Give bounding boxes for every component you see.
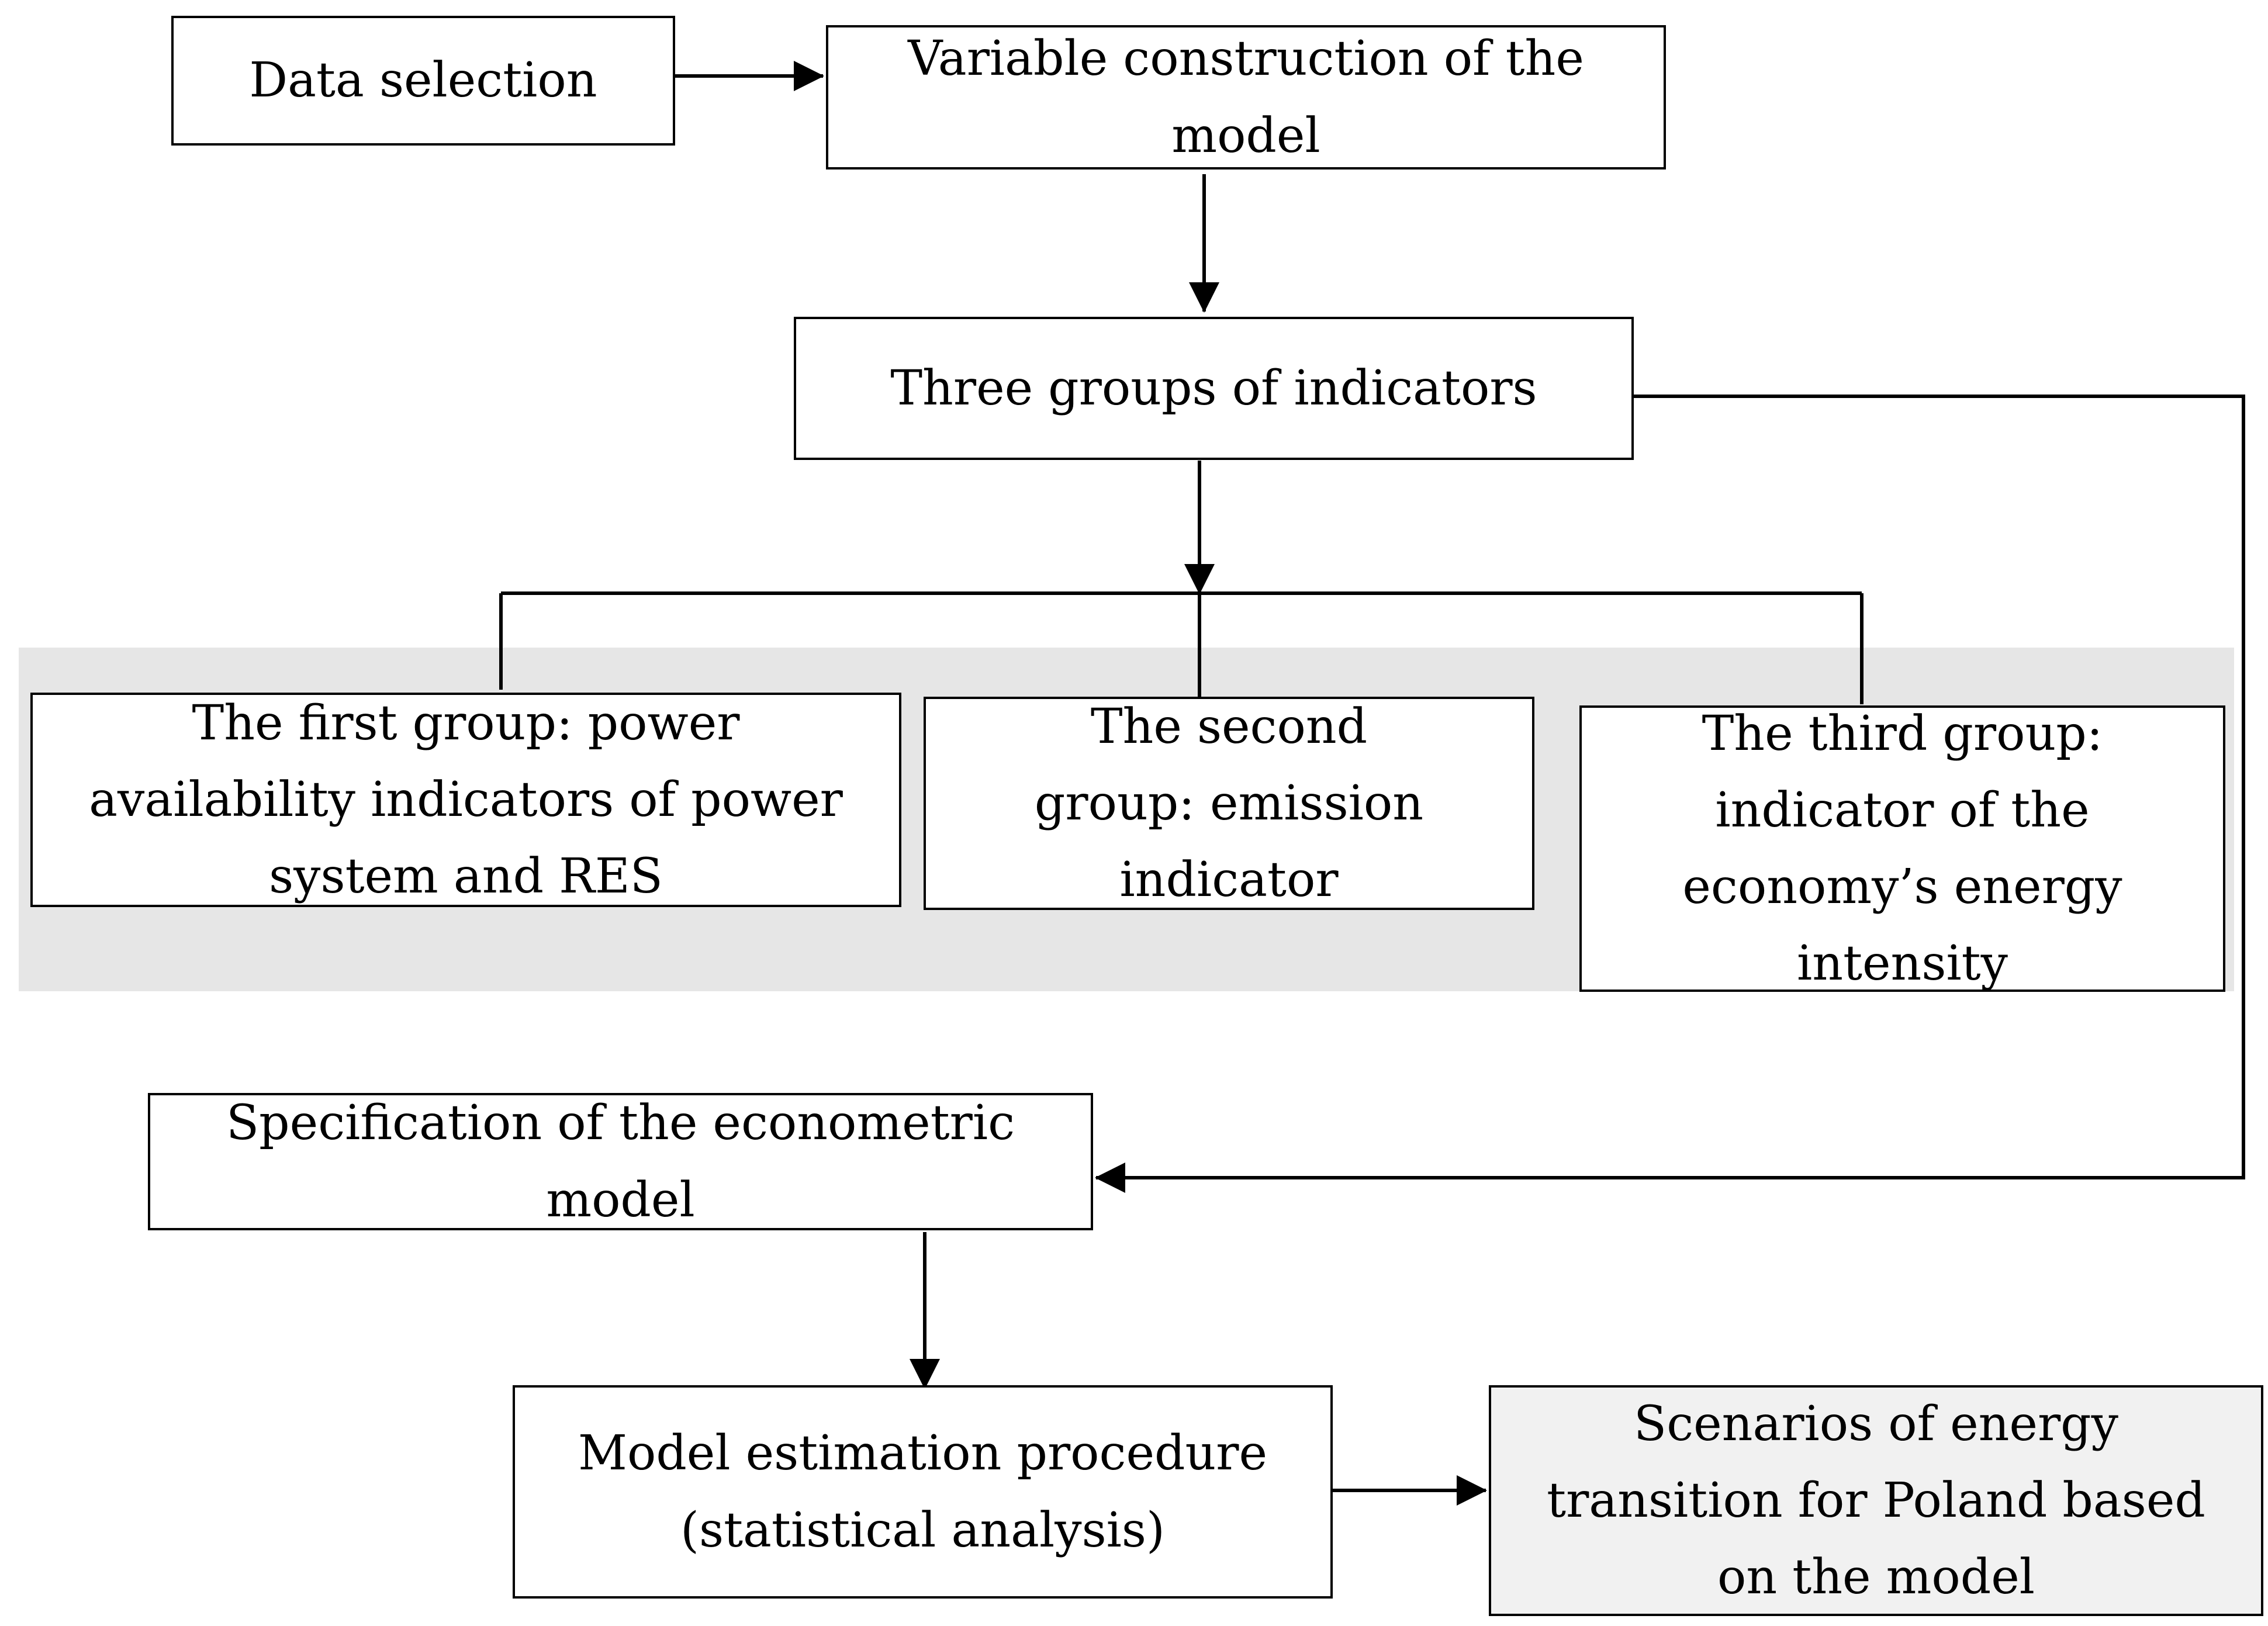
scenarios-box: Scenarios of energy transition for Polan… bbox=[1489, 1385, 2263, 1616]
three-groups-box: Three groups of indicators bbox=[794, 317, 1634, 460]
specification-box: Specification of the econometric model bbox=[148, 1093, 1093, 1230]
data-selection-box: Data selection bbox=[171, 16, 675, 146]
third-group-box: The third group: indicator of the econom… bbox=[1579, 705, 2225, 992]
variable-construction-box: Variable construction of the model bbox=[826, 25, 1666, 169]
estimation-box: Model estimation procedure (statistical … bbox=[513, 1385, 1333, 1599]
second-group-box: The second group: emission indicator bbox=[924, 697, 1534, 910]
first-group-box: The first group: power availability indi… bbox=[30, 693, 901, 907]
arrow-groups-to-specification bbox=[1095, 395, 2245, 1193]
